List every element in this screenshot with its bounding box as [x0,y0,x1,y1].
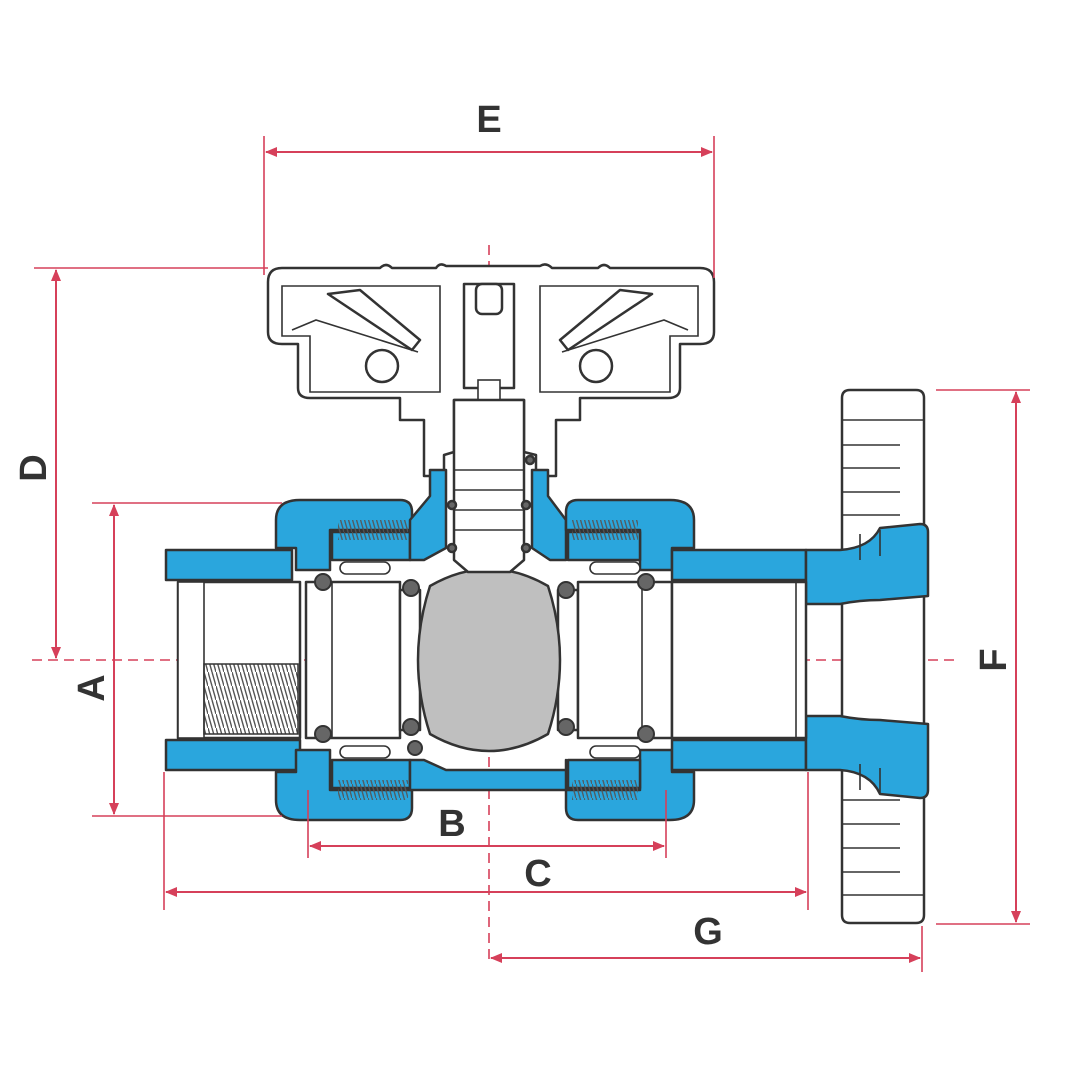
dimension-B: B [307,790,667,858]
union-end-nut [840,388,926,925]
dimension-A: A [71,502,282,817]
dimension-E: E [263,99,715,278]
dimension-G: G [490,911,923,972]
dimension-label-B: B [438,803,465,845]
dimension-C: C [163,772,809,910]
dimension-D: D [13,267,268,659]
valve-body-top [164,468,930,606]
female-thread [203,663,299,735]
valve-stem [446,398,536,574]
dimension-label-A: A [71,674,113,701]
dimension-label-F: F [973,648,1015,671]
dimension-F: F [936,389,1030,925]
dimension-label-E: E [476,99,501,141]
o-rings [314,573,655,756]
valve-ball [416,567,562,753]
dimension-label-D: D [13,454,55,481]
valve-handle [266,263,716,478]
valve-body-bottom [164,714,930,822]
dimension-label-C: C [524,853,551,895]
dimension-label-G: G [693,911,723,953]
inner-bore [176,561,808,759]
